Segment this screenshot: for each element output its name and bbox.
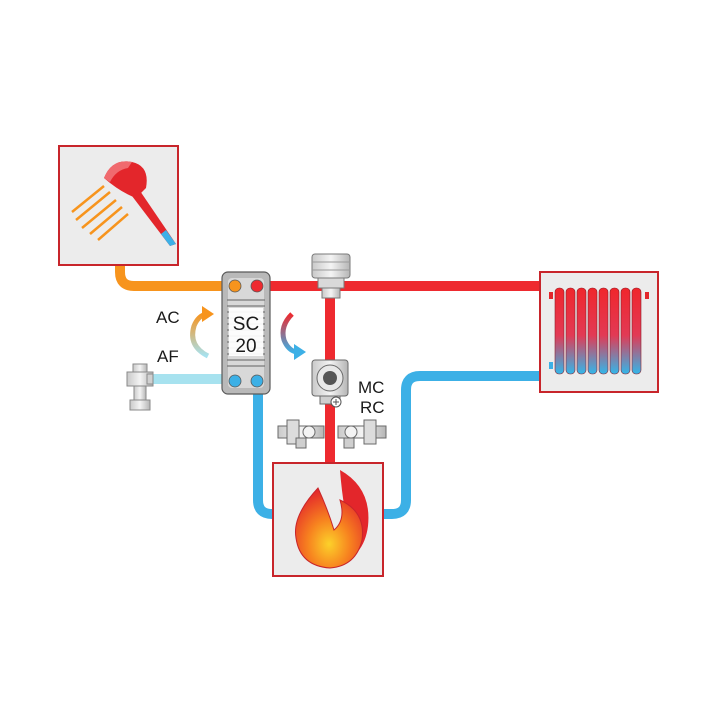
heat-exchanger-icon: SC 20 xyxy=(221,271,271,395)
label-hot-water: AC xyxy=(156,308,180,327)
flame-icon xyxy=(294,470,369,569)
actuator-icon xyxy=(311,253,351,299)
return-pipe-right xyxy=(383,371,540,519)
shower-icon xyxy=(71,161,176,246)
label-cold-water: AF xyxy=(157,347,179,366)
valve-icon xyxy=(277,396,387,449)
label-return-valve: RC xyxy=(360,398,385,417)
hot-water-pipe xyxy=(115,265,222,291)
radiator-icon xyxy=(549,287,649,375)
right-valve xyxy=(337,419,387,449)
flow-arrow-right xyxy=(280,312,306,360)
label-mixing-valve: MC xyxy=(358,378,384,397)
inlet-valve-icon xyxy=(126,363,154,411)
exchanger-label-line1: SC xyxy=(233,314,259,335)
radiator-box xyxy=(539,271,659,393)
shower-box xyxy=(58,145,179,266)
pump-icon xyxy=(311,359,349,405)
flow-arrow-left xyxy=(190,306,214,359)
boiler-box xyxy=(272,462,384,577)
return-pipe-left xyxy=(253,392,280,519)
left-valve xyxy=(277,419,325,449)
exchanger-label-line2: 20 xyxy=(235,336,256,357)
